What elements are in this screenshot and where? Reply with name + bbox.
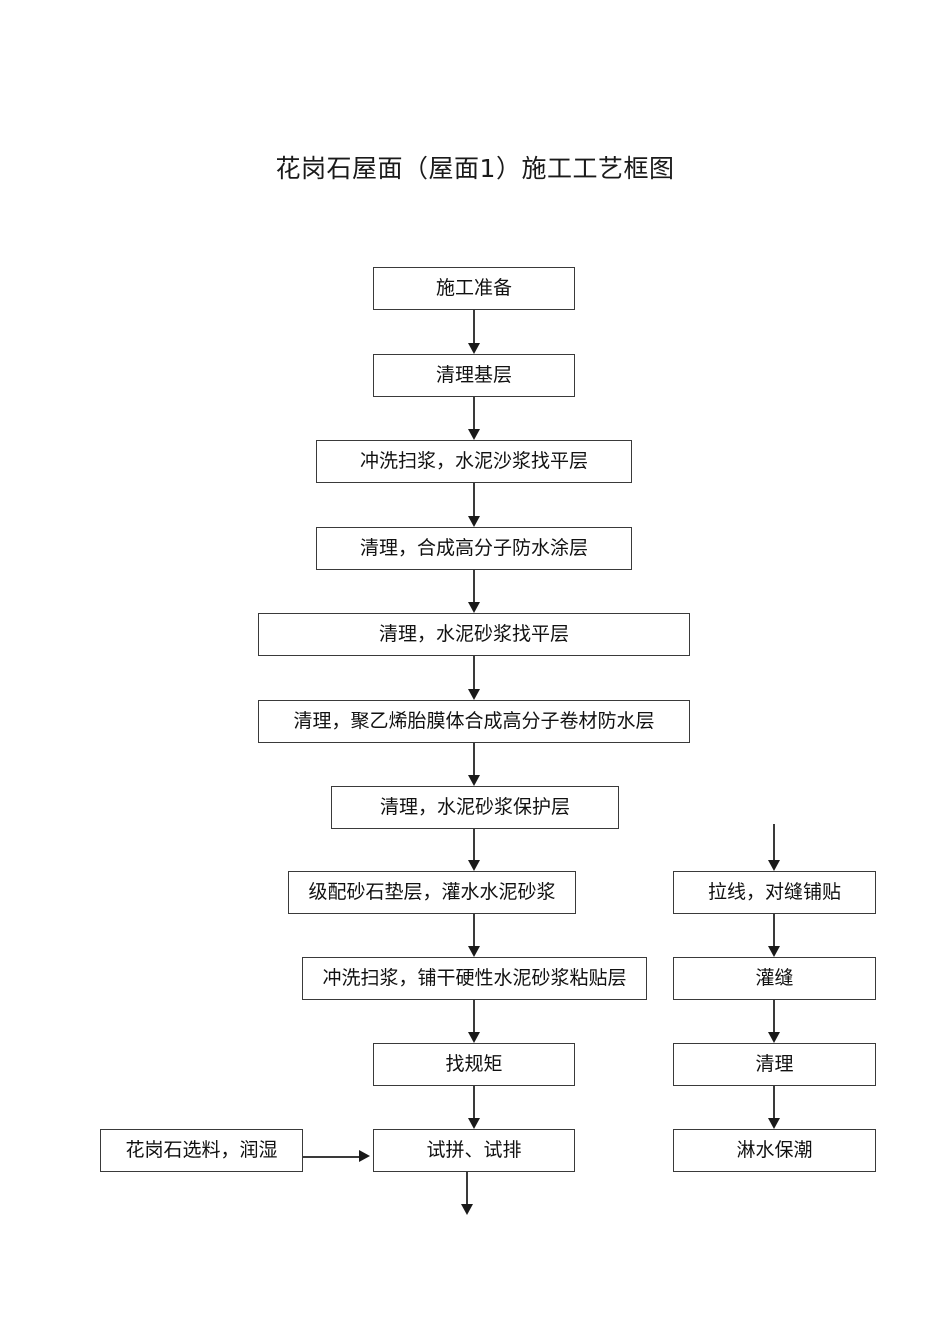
connector-inflow-r1: [773, 824, 775, 861]
arrowhead-n8-n9: [468, 946, 480, 957]
connector-n9-n10: [473, 1000, 475, 1032]
arrowhead-side-input-to-n11: [359, 1150, 370, 1162]
arrowhead-n1-n2: [468, 343, 480, 354]
connector-n1-n2: [473, 310, 475, 344]
flow-node-clean-base[interactable]: 清理基层: [373, 354, 575, 397]
flow-node-water-spray-moisture-keeping[interactable]: 淋水保潮: [673, 1129, 876, 1172]
flow-node-cleaning[interactable]: 清理: [673, 1043, 876, 1086]
connector-n5-n6: [473, 656, 475, 689]
flow-node-polyethylene-membrane-waterproof[interactable]: 清理，聚乙烯胎膜体合成高分子卷材防水层: [258, 700, 690, 743]
flow-node-set-rules[interactable]: 找规矩: [373, 1043, 575, 1086]
connector-n8-n9: [473, 914, 475, 946]
flow-node-rinse-sweep-leveling[interactable]: 冲洗扫浆，水泥沙浆找平层: [316, 440, 632, 483]
flow-node-construction-preparation[interactable]: 施工准备: [373, 267, 575, 310]
connector-r3-r4: [773, 1086, 775, 1118]
flow-node-line-pulling-joint-paving[interactable]: 拉线，对缝铺贴: [673, 871, 876, 914]
connector-n6-n7: [473, 743, 475, 775]
connector-side-input-to-n11: [303, 1156, 361, 1158]
arrowhead-n11-continuation: [461, 1204, 473, 1215]
flow-node-trial-assembly[interactable]: 试拼、试排: [373, 1129, 575, 1172]
connector-r1-r2: [773, 914, 775, 946]
connector-n10-n11: [473, 1086, 475, 1118]
flow-node-synthetic-polymer-waterproof-coating[interactable]: 清理，合成高分子防水涂层: [316, 527, 632, 570]
arrowhead-r2-r3: [768, 1032, 780, 1043]
arrowhead-n9-n10: [468, 1032, 480, 1043]
arrowhead-r1-r2: [768, 946, 780, 957]
arrowhead-n5-n6: [468, 689, 480, 700]
arrowhead-n7-n8: [468, 860, 480, 871]
flow-node-cement-mortar-protective-layer[interactable]: 清理，水泥砂浆保护层: [331, 786, 619, 829]
page-title: 花岗石屋面（屋面1）施工工艺框图: [275, 154, 675, 183]
flow-node-grouting-joints[interactable]: 灌缝: [673, 957, 876, 1000]
connector-n4-n5: [473, 570, 475, 603]
arrowhead-r3-r4: [768, 1118, 780, 1129]
connector-n2-n3: [473, 397, 475, 430]
connector-n7-n8: [473, 829, 475, 860]
arrowhead-n4-n5: [468, 602, 480, 613]
connector-n3-n4: [473, 483, 475, 516]
connector-r2-r3: [773, 1000, 775, 1032]
arrowhead-n10-n11: [468, 1118, 480, 1129]
arrowhead-n3-n4: [468, 516, 480, 527]
arrowhead-n6-n7: [468, 775, 480, 786]
flow-node-cement-mortar-leveling[interactable]: 清理，水泥砂浆找平层: [258, 613, 690, 656]
arrowhead-inflow-r1: [768, 860, 780, 871]
flow-node-graded-sand-gravel-cushion[interactable]: 级配砂石垫层，灌水水泥砂浆: [288, 871, 576, 914]
connector-n11-continuation: [466, 1172, 468, 1205]
flow-node-granite-selection-wetting[interactable]: 花岗石选料，润湿: [100, 1129, 303, 1172]
arrowhead-n2-n3: [468, 429, 480, 440]
flow-node-dry-hard-mortar-bonding-layer[interactable]: 冲洗扫浆，铺干硬性水泥砂浆粘贴层: [302, 957, 647, 1000]
